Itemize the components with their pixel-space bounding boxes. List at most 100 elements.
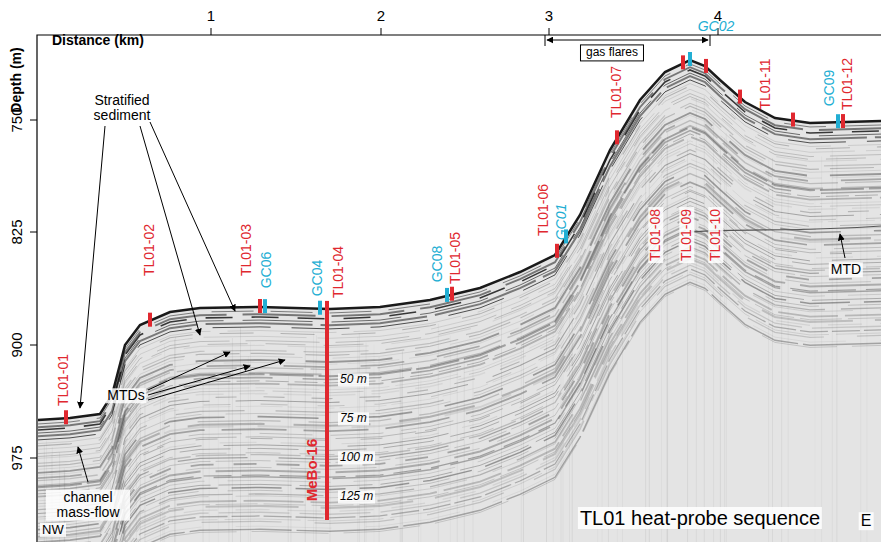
vertical-streak <box>832 148 833 542</box>
probe-label: TL01-03 <box>239 224 254 276</box>
vertical-streak <box>501 300 502 542</box>
vertical-streak <box>772 158 773 542</box>
leader-arrow <box>80 126 105 408</box>
core-label: GC04 <box>310 260 325 297</box>
leader-arrow <box>148 366 250 395</box>
leader-arrow <box>148 352 230 390</box>
core-label: GC06 <box>259 252 274 289</box>
probe-marker <box>258 299 262 313</box>
probe-label: TL01-01 <box>56 354 71 406</box>
vertical-streak <box>330 371 331 542</box>
vertical-streak <box>240 328 241 542</box>
probe-label: TL01-04 <box>331 246 346 298</box>
vertical-streak <box>357 337 358 542</box>
reflector <box>38 186 881 542</box>
annotation: channel mass-flow <box>46 490 130 521</box>
vertical-streak <box>248 356 249 542</box>
probe-label: TL01-02 <box>142 224 157 276</box>
vertical-streak <box>232 338 233 542</box>
probe-label: TL01-12 <box>840 58 855 110</box>
vertical-streak <box>418 365 419 542</box>
vertical-streak <box>288 376 289 542</box>
probe-label: TL01-11 <box>758 58 773 109</box>
axis-tick <box>30 458 37 459</box>
axis-title: Distance (km) <box>52 33 144 48</box>
reflector <box>38 89 881 449</box>
probe-marker <box>450 287 454 301</box>
probe-label: TL01-07 <box>609 66 624 118</box>
vertical-streak <box>704 96 705 542</box>
reflector <box>38 259 881 542</box>
reflector <box>38 284 881 542</box>
reflector <box>38 217 881 542</box>
vertical-streak <box>546 330 547 542</box>
axis-value: 825 <box>9 219 26 244</box>
leader-arrow <box>840 234 845 258</box>
reflector <box>38 254 881 542</box>
vertical-streak <box>401 378 402 542</box>
reflector <box>38 220 881 542</box>
reflector <box>38 190 881 542</box>
direction-label: NW <box>40 523 66 537</box>
vertical-streak <box>860 201 861 542</box>
vertical-streak <box>661 124 662 542</box>
vertical-streak <box>316 335 317 542</box>
vertical-streak <box>553 283 554 542</box>
probe-marker <box>681 55 685 69</box>
vertical-streak <box>144 381 145 542</box>
vertical-streak <box>313 332 314 542</box>
axis-tick <box>211 28 212 35</box>
vertical-streak <box>464 357 465 542</box>
reflector <box>38 282 881 542</box>
vertical-streak <box>788 180 789 542</box>
probe-marker <box>791 113 795 127</box>
reflector <box>38 247 881 542</box>
axis-value: 900 <box>9 332 26 357</box>
probe-marker <box>325 301 329 315</box>
axis-tick <box>30 120 37 121</box>
vertical-streak <box>359 333 360 542</box>
bracket-tick <box>545 35 546 46</box>
annotation: MTD <box>829 262 863 277</box>
leader-arrow <box>140 126 200 335</box>
vertical-streak <box>218 376 219 542</box>
probe-marker <box>836 114 840 128</box>
vertical-streak <box>400 366 401 542</box>
vertical-streak <box>420 367 421 542</box>
vertical-streak <box>473 355 474 542</box>
vertical-streak <box>713 122 714 542</box>
reflector <box>38 265 881 542</box>
annotation: Stratified sediment <box>74 93 170 124</box>
direction-label: E <box>859 512 874 530</box>
leader-arrow <box>148 360 285 400</box>
extent-label: gas flares <box>580 44 644 61</box>
axis-title: Depth (m) <box>9 47 24 112</box>
probe-marker <box>841 114 845 128</box>
vertical-streak <box>602 187 603 542</box>
vertical-streak <box>373 344 374 542</box>
vertical-streak <box>450 336 451 542</box>
vertical-streak <box>203 375 204 542</box>
reflector <box>38 243 881 542</box>
vertical-streak <box>572 271 573 542</box>
axis-tick <box>30 232 37 233</box>
vertical-streak <box>866 187 867 542</box>
depth-mark: 125 m <box>338 490 375 503</box>
vertical-streak <box>726 133 727 542</box>
leader-arrow <box>150 122 235 311</box>
depth-mark: 50 m <box>338 373 369 386</box>
vertical-streak <box>821 156 822 542</box>
vertical-streak <box>162 390 163 542</box>
core-label: GC02 <box>698 19 735 34</box>
vertical-streak <box>608 179 609 542</box>
reflector <box>38 257 881 542</box>
probe-label: TL01-09 <box>679 207 694 263</box>
reflector <box>38 279 881 542</box>
vertical-streak <box>287 388 288 542</box>
probe-label: TL01-10 <box>708 207 723 263</box>
probe-label: TL01-08 <box>648 207 663 263</box>
reflector <box>38 240 881 542</box>
probe-marker <box>318 301 322 315</box>
vertical-streak <box>250 342 251 542</box>
